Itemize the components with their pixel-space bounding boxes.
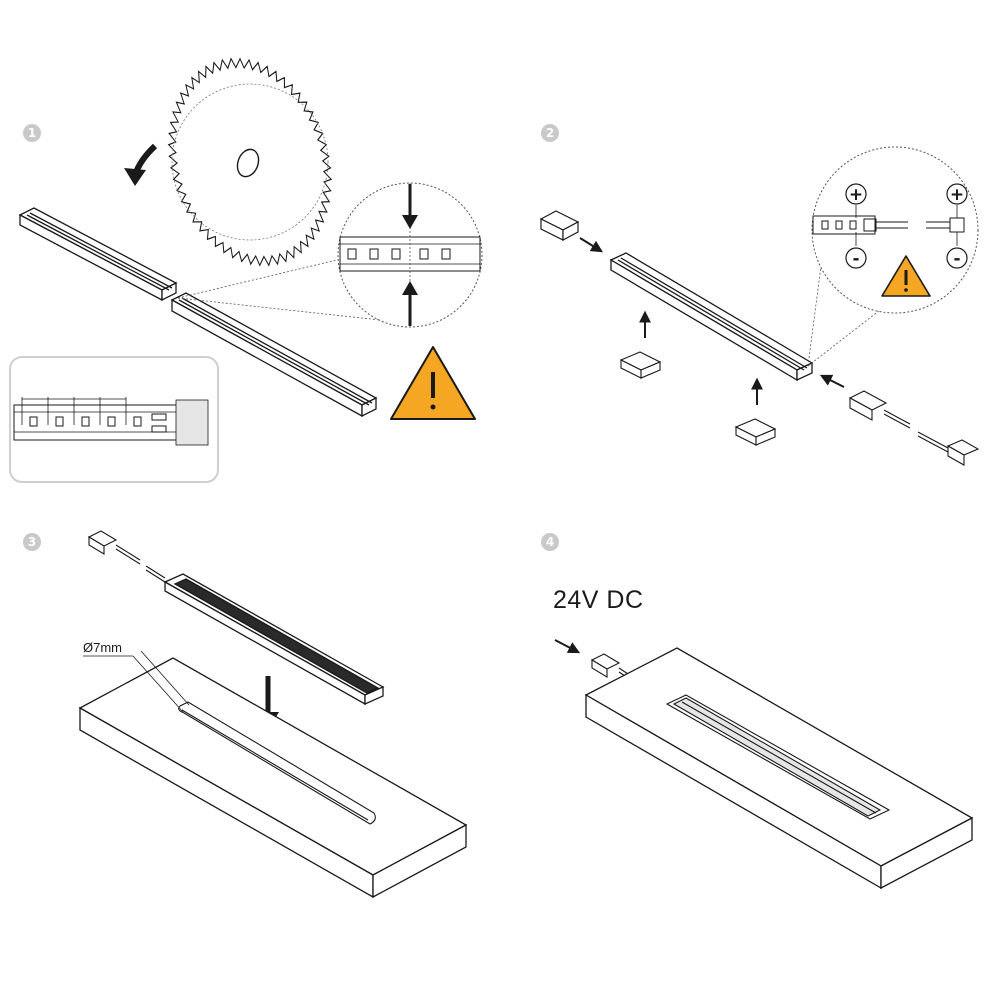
plus-symbol: + [849,185,863,205]
plus-symbol: + [950,185,964,205]
cable-connector [590,653,629,679]
hole-diameter-label: Ø7mm [83,640,122,655]
profile-with-led-strip [163,573,385,706]
minus-symbol: - [852,249,859,269]
mounting-clip [619,351,662,379]
step-4-badge: 4 [541,533,559,551]
minus-symbol: - [953,249,960,269]
step-1-badge: 1 [23,124,41,142]
warning-icon [881,255,931,297]
mounting-groove [178,701,376,825]
warning-icon [390,346,476,420]
wooden-board [78,657,468,899]
aluminium-profile [609,252,814,382]
mounting-clip [734,418,777,446]
aluminium-profile-left [18,207,178,302]
voltage-label: 24V DC [553,586,644,614]
rotation-arrow-icon [124,143,158,186]
led-spacing-inset [9,356,219,483]
cable-connector [87,530,166,583]
end-cap-with-cable [848,390,980,466]
end-cap [539,210,580,241]
step-2-badge: 2 [541,124,559,142]
cut-detail-zoom [337,182,483,328]
polarity-detail-zoom: + + - - [811,146,979,314]
step-3-badge: 3 [23,533,41,551]
saw-blade-icon [167,57,333,267]
aluminium-profile-right [170,292,378,418]
installed-profile [665,694,891,820]
